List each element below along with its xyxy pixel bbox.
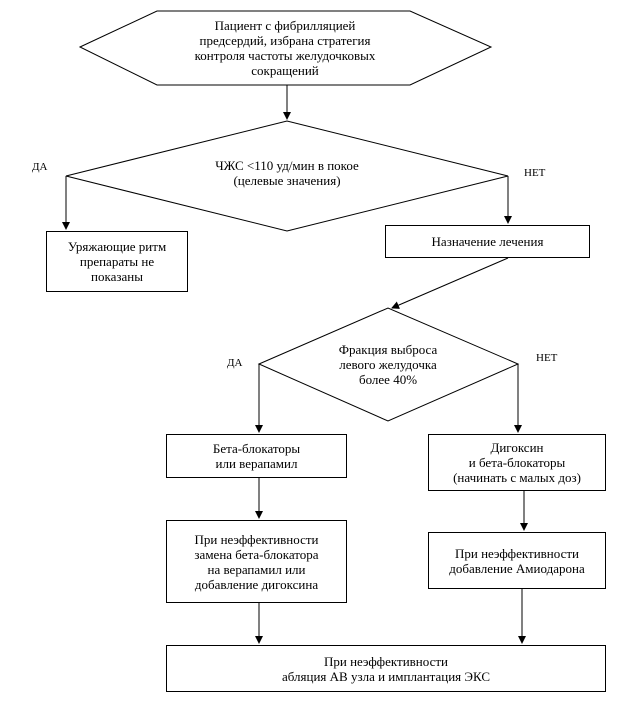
label-ef-no: НЕТ [536,352,558,364]
node-text-line: и бета-блокаторы [468,455,566,470]
node-text-line: Дигоксин [490,440,544,455]
arrow-treatment-to-ef [391,257,509,309]
node-text-line: препараты не [79,254,155,269]
node-treatment: Назначение лечения [385,225,590,258]
node-text-line: абляция АВ узла и имплантация ЭКС [281,668,491,684]
node-text-line: Бета-блокаторы [212,441,301,456]
node-text-line: При неэффективности [455,545,579,561]
node-text-line: Фракция выброса [338,341,438,357]
node-text-line: Пациент с фибрилляцией [214,18,356,33]
node-text-line: (начинать с малых доз) [453,470,581,485]
node-text-line: Назначение лечения [431,234,544,249]
label-ef-yes: ДА [227,357,243,369]
node-text-line: более 40% [358,371,418,387]
node-text-line: предсердий, избрана стратегия [199,33,371,48]
node-text-line: добавление Амиодарона [449,560,585,576]
label-hr-no: НЕТ [524,167,546,179]
node-text-line: замена бета-блокатора [194,546,319,562]
node-text-line: При неэффективности [194,531,319,547]
node-text-line: (целевые значения) [233,173,341,188]
node-text-line: добавление дигоксина [194,576,319,592]
node-text-line: контроля частоты желудочковых [194,48,376,63]
node-hr-decision: ЧЖС <110 уд/мин в покое(целевые значения… [170,150,404,196]
label-hr-yes: ДА [32,161,48,173]
node-text-line: левого желудочка [339,356,437,372]
node-text-line: Уряжающие ритм [67,239,167,254]
node-text-line: сокращений [251,63,319,78]
node-text-line: на верапамил или [207,561,306,577]
node-text-line: ЧЖС <110 уд/мин в покое [215,158,359,173]
node-text-line: или верапамил [215,456,298,471]
node-text-line: показаны [91,269,143,284]
node-text-line: При неэффективности [324,653,448,669]
start-hexagon-shape [78,10,493,86]
